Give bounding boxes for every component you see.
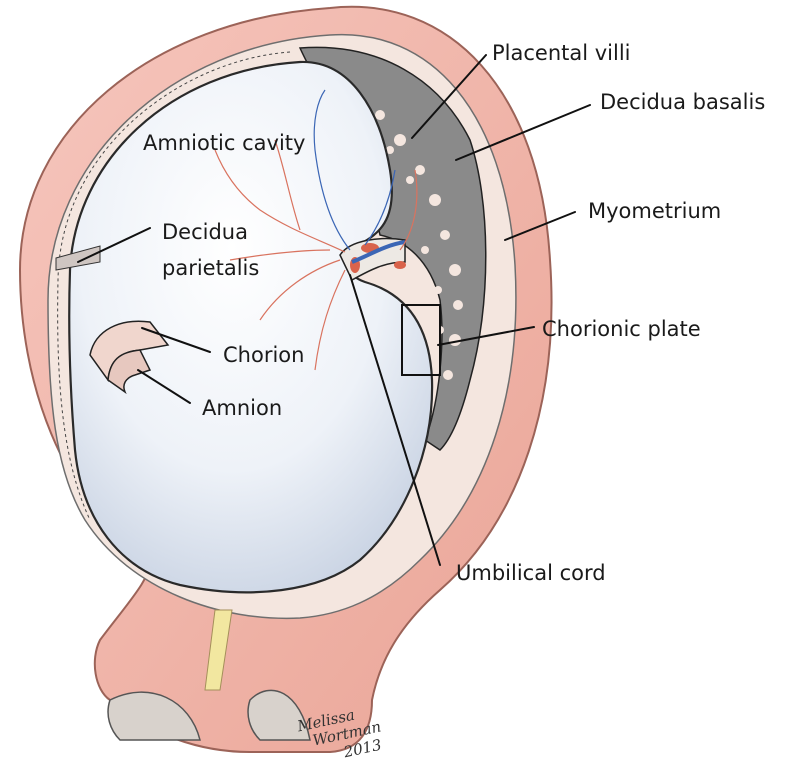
label-decidua-parietalis-2: parietalis (162, 256, 259, 280)
label-umbilical-cord: Umbilical cord (456, 561, 606, 585)
label-decidua-parietalis-1: Decidua (162, 220, 248, 244)
umbilical-vessel-red-2 (394, 261, 406, 269)
label-amnion: Amnion (202, 396, 282, 420)
label-placental-villi: Placental villi (492, 41, 631, 65)
label-amniotic-cavity: Amniotic cavity (143, 131, 305, 155)
label-myometrium: Myometrium (588, 199, 721, 223)
label-chorionic-plate: Chorionic plate (542, 317, 701, 341)
label-chorion: Chorion (223, 343, 304, 367)
label-decidua-basalis: Decidua basalis (600, 90, 765, 114)
